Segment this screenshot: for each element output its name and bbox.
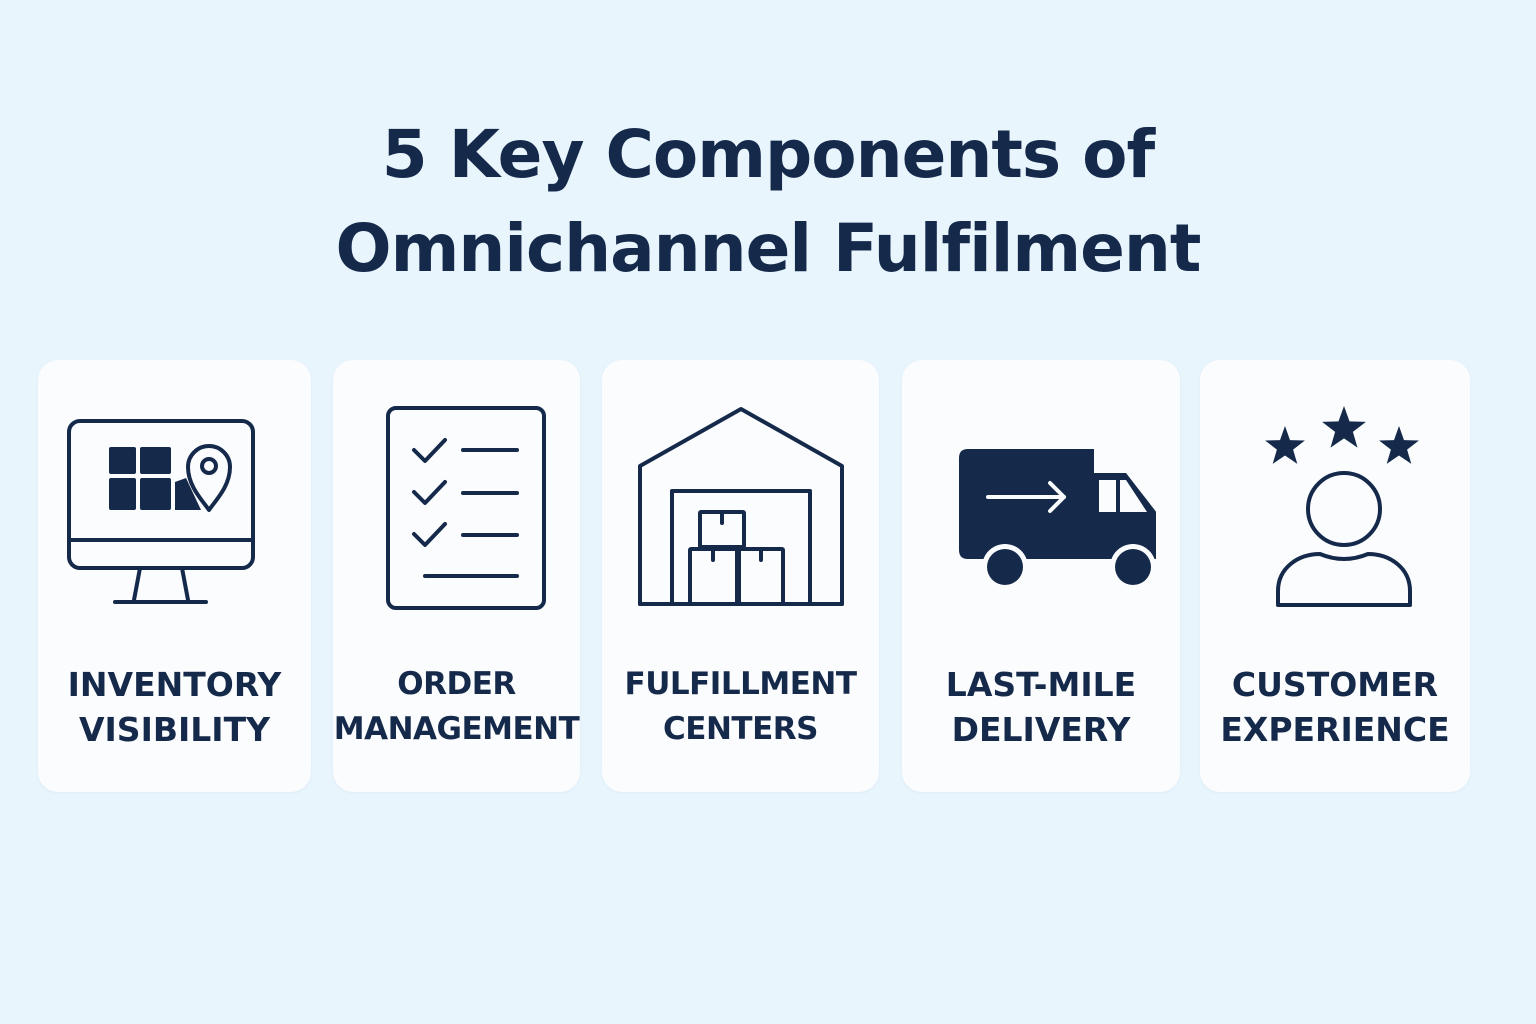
person-icon xyxy=(1276,471,1412,607)
title-line-2: Omnichannel Fulfilment xyxy=(335,210,1202,287)
warehouse-icon xyxy=(626,402,856,622)
card-last-mile-delivery: LAST-MILE DELIVERY xyxy=(902,360,1180,792)
card-fulfillment-centers: FULFILLMENT CENTERS xyxy=(602,360,879,792)
card-order-management: ORDER MANAGEMENT xyxy=(333,360,580,792)
card-customer-experience: CUSTOMER EXPERIENCE xyxy=(1200,360,1470,792)
monitor-map-icon xyxy=(60,402,290,622)
page-title: 5 Key Components of Omnichannel Fulfilme… xyxy=(0,108,1536,296)
title-line-1: 5 Key Components of xyxy=(381,116,1155,193)
component-label: INVENTORY VISIBILITY xyxy=(67,665,282,749)
component-label: FULFILLMENT CENTERS xyxy=(624,666,857,747)
component-label: ORDER MANAGEMENT xyxy=(333,666,580,747)
customer-rating-icon xyxy=(1220,402,1450,622)
card-inventory-visibility: INVENTORY VISIBILITY xyxy=(38,360,311,792)
component-label: LAST-MILE DELIVERY xyxy=(945,665,1137,749)
component-label: CUSTOMER EXPERIENCE xyxy=(1220,665,1450,749)
delivery-truck-icon xyxy=(926,402,1156,622)
checklist-icon xyxy=(342,402,572,622)
